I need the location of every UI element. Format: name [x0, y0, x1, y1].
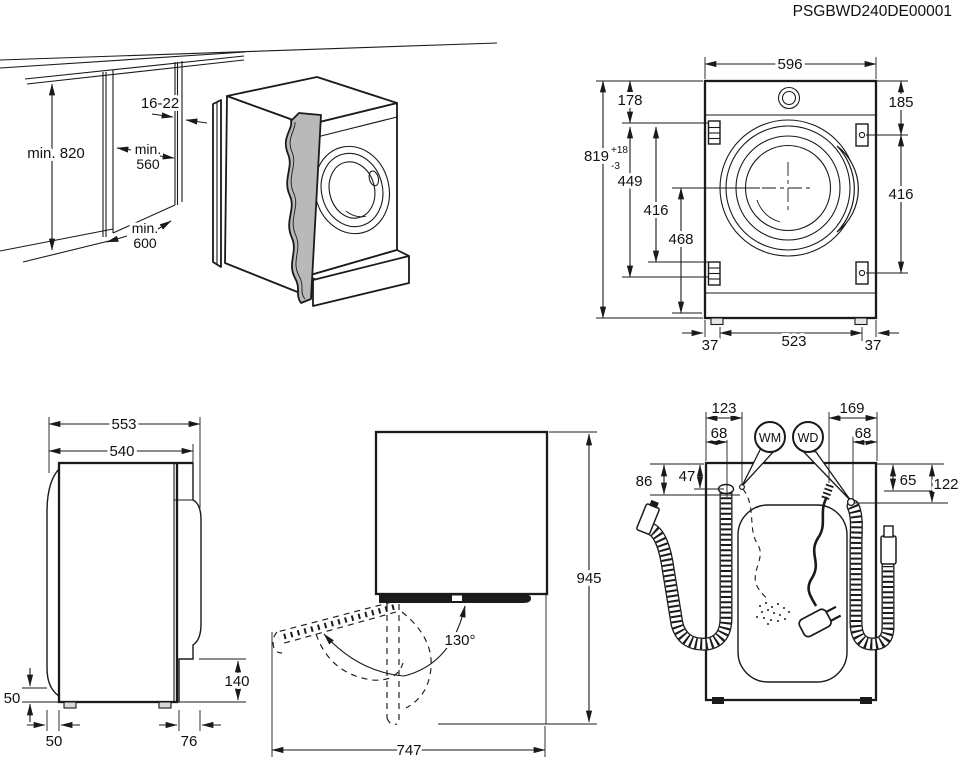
rear-123-label: 123 — [711, 400, 736, 417]
front-dimension-view: 596 819 +18 -3 178 449 416 468 185 416 — [581, 53, 917, 357]
door-angle-label: 130° — [444, 632, 475, 649]
side-50-bottom-label: 50 — [46, 733, 63, 750]
side-50-vert-label: 50 — [4, 690, 21, 707]
front-height-tol-minus: -3 — [611, 161, 620, 172]
hinge-top — [707, 120, 721, 145]
front-178-label: 178 — [617, 92, 642, 109]
front-416-left-label: 416 — [643, 202, 668, 219]
top-outline — [374, 430, 549, 596]
niche-height-label: min. 820 — [27, 145, 85, 162]
drain-hose — [636, 483, 735, 651]
rear-86-label: 86 — [636, 473, 653, 490]
rear-outline — [704, 461, 878, 702]
front-width-label: 596 — [777, 56, 802, 73]
rear-foot-left — [712, 697, 724, 704]
front-outline — [703, 79, 878, 320]
rear-foot-right — [860, 697, 872, 704]
side-540-label: 540 — [109, 443, 134, 460]
inlet-hose — [846, 499, 897, 651]
rear-122-label: 122 — [933, 476, 958, 493]
door-handle-recess — [836, 145, 859, 233]
furniture-panel-3d — [284, 112, 322, 304]
top-747-label: 747 — [396, 742, 421, 759]
side-dimension-view: 553 540 50 140 50 76 — [1, 413, 253, 753]
top-door-bulge-down — [401, 611, 432, 709]
front-523-label: 523 — [781, 333, 806, 350]
power-plug — [798, 605, 842, 638]
niche-installation-view: min. 820 16-22 min. 560 min. 600 — [0, 42, 498, 263]
rear-68-left-label: 68 — [711, 425, 728, 442]
washer-callout-label: WM — [759, 431, 781, 445]
washer-callout: WM — [738, 421, 786, 491]
rear-65-label: 65 — [900, 472, 917, 489]
rear-panel-outline — [737, 504, 848, 683]
niche-width-label-value: 560 — [136, 156, 160, 172]
front-416-right-label: 416 — [888, 186, 913, 203]
niche-width-label-prefix: min. — [135, 141, 161, 157]
front-foot-right — [854, 317, 868, 326]
niche-depth-label-prefix: min. — [132, 220, 158, 236]
front-185-label: 185 — [888, 94, 913, 111]
rear-68-right-label: 68 — [855, 425, 872, 442]
dryer-callout-label: WD — [798, 431, 819, 445]
rear-47-label: 47 — [679, 468, 696, 485]
top-door-latch — [452, 595, 462, 601]
program-knob — [777, 86, 801, 110]
top-dimension-view: 130° 945 747 — [271, 430, 605, 762]
hinge-bottom — [707, 261, 721, 286]
front-37-right-label: 37 — [865, 337, 882, 354]
top-face-3d — [226, 76, 398, 126]
side-rear-bulge — [46, 468, 60, 697]
front-height-tol-plus: +18 — [611, 145, 628, 156]
front-height-label: 819 — [584, 148, 609, 165]
front-foot-left — [710, 317, 724, 326]
side-553-label: 553 — [111, 416, 136, 433]
inlet-hose-fitting — [880, 535, 897, 565]
side-foot-right — [158, 701, 172, 709]
top-945-label: 945 — [576, 570, 601, 587]
pedestal-front-3d — [312, 255, 410, 307]
document-code: PSGBWD240DE00001 — [793, 3, 952, 20]
power-cord — [798, 483, 842, 638]
front-449-label: 449 — [617, 173, 642, 190]
door-swing-arc — [323, 605, 466, 677]
front-37-left-label: 37 — [702, 337, 719, 354]
side-door-bulge — [178, 463, 202, 702]
dryer-callout: WD — [792, 421, 856, 507]
side-outline — [57, 461, 179, 704]
rear-169-label: 169 — [839, 400, 864, 417]
builtin-washer-3d — [212, 76, 410, 307]
side-76-label: 76 — [181, 733, 198, 750]
side-foot-left — [63, 701, 77, 709]
rear-connections-view: WM WD 123 68 169 68 86 47 — [633, 397, 960, 704]
panel-thickness-label: 16-22 — [141, 95, 179, 112]
front-468-label: 468 — [668, 231, 693, 248]
water-splash-dots — [756, 602, 790, 625]
top-door-bulge-open — [315, 633, 404, 681]
niche-depth-label-value: 600 — [133, 235, 157, 251]
side-140-label: 140 — [224, 673, 249, 690]
